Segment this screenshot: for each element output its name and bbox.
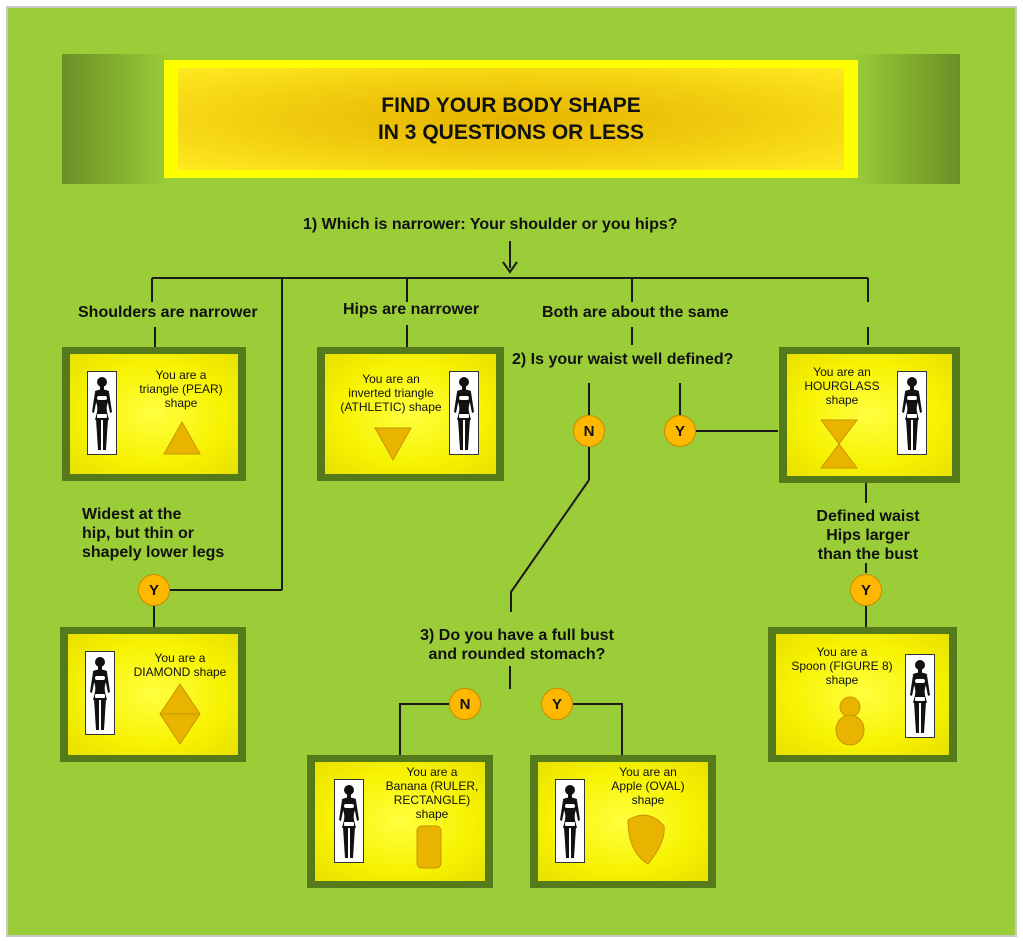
- question-1: 1) Which is narrower: Your shoulder or y…: [303, 216, 678, 233]
- no-badge: N: [449, 688, 481, 720]
- yes-badge: Y: [541, 688, 573, 720]
- diamond-shape-icon: [159, 683, 201, 745]
- body-figure-icon: [85, 651, 115, 735]
- oval-shape-icon: [627, 814, 665, 865]
- yes-badge: Y: [850, 574, 882, 606]
- rectangle-shape-icon: [416, 825, 442, 869]
- body-figure-icon: [87, 371, 117, 455]
- body-figure-icon: [897, 371, 927, 455]
- branch-both-same: Both are about the same: [542, 304, 729, 321]
- body-figure-icon: [905, 654, 935, 738]
- yes-badge: Y: [664, 415, 696, 447]
- body-figure-icon: [334, 779, 364, 863]
- title-line-1: FIND YOUR BODY SHAPE: [381, 94, 641, 117]
- no-badge: N: [573, 415, 605, 447]
- body-figure-icon: [555, 779, 585, 863]
- figure-eight-shape-icon: [835, 696, 865, 746]
- triangle-shape-icon: [163, 420, 201, 455]
- title-line-2: IN 3 QUESTIONS OR LESS: [377, 121, 645, 144]
- inverted-triangle-shape-icon: [374, 427, 412, 462]
- body-figure-icon: [449, 371, 479, 455]
- branch-shoulders-narrower: Shoulders are narrower: [78, 304, 258, 321]
- question-2: 2) Is your waist well defined?: [512, 351, 734, 368]
- branch-hips-narrower: Hips are narrower: [343, 301, 480, 318]
- yes-badge: Y: [138, 574, 170, 606]
- title-banner: FIND YOUR BODY SHAPE IN 3 QUESTIONS OR L…: [164, 60, 858, 178]
- hourglass-shape-icon: [820, 419, 858, 469]
